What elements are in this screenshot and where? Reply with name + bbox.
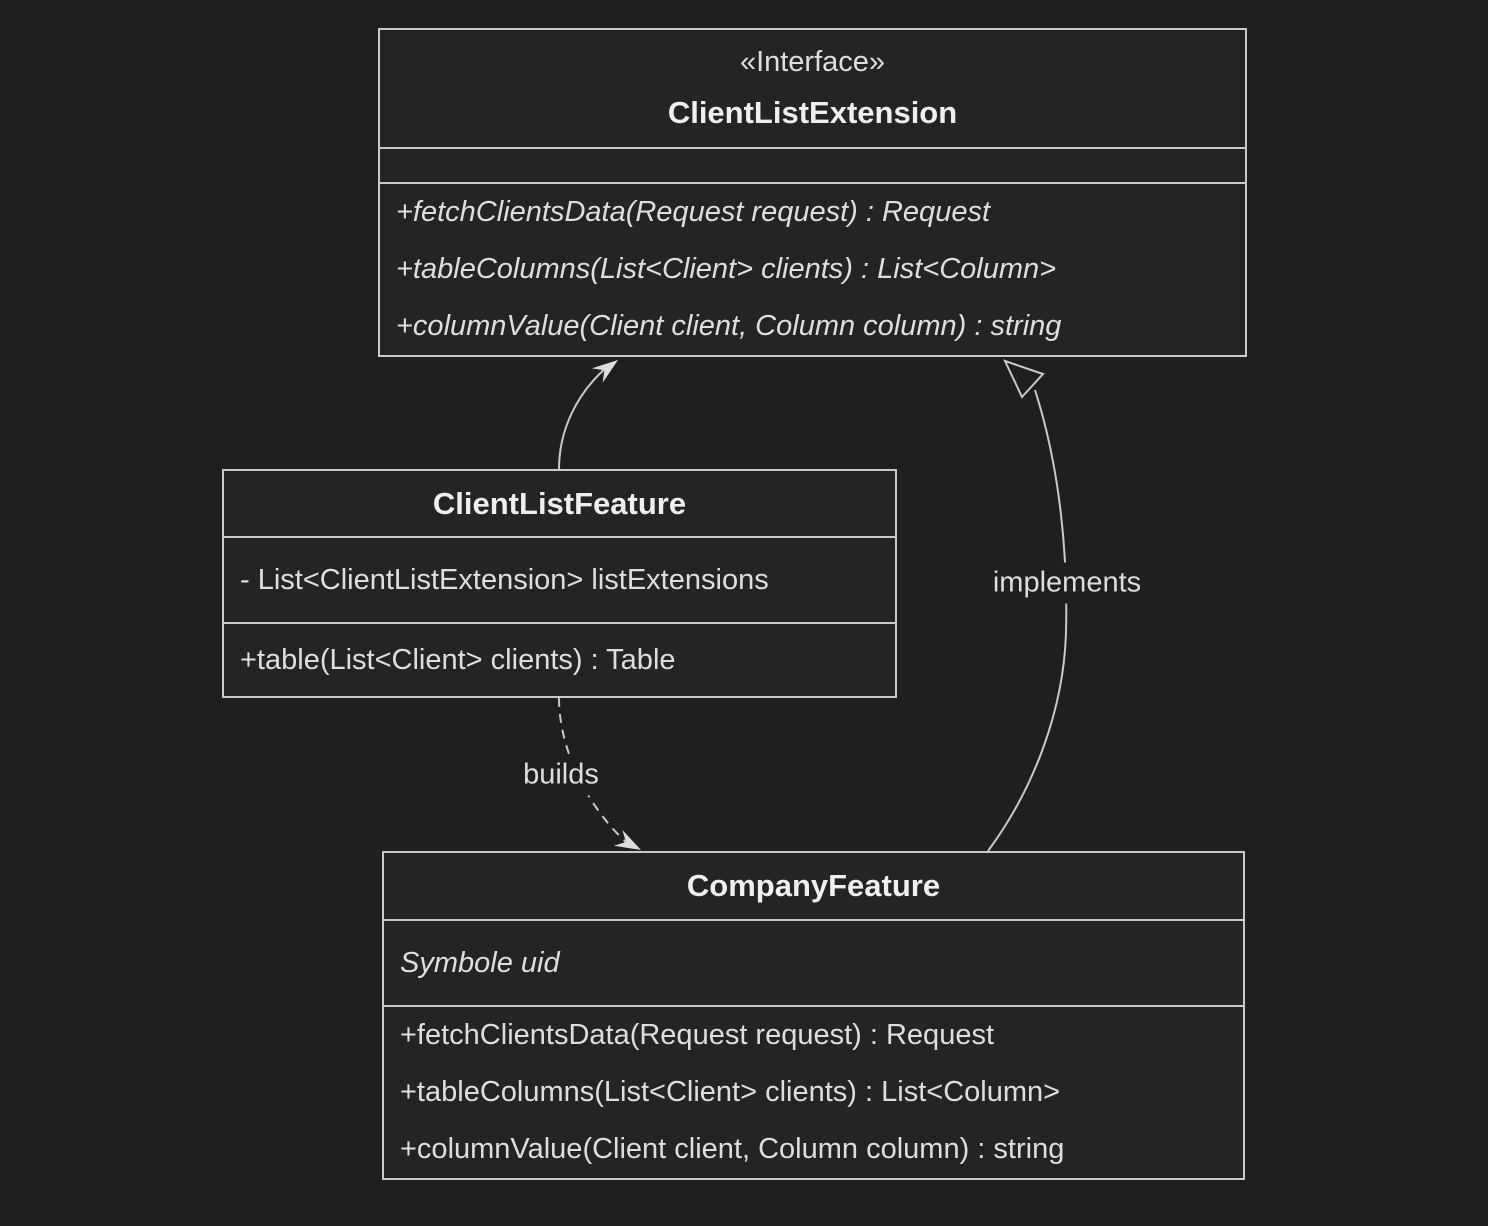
method-item: +columnValue(Client client, Column colum… [396,310,1062,342]
methods-section: +fetchClientsData(Request request) : Req… [384,1005,1243,1178]
method-item: +tableColumns(List<Client> clients) : Li… [396,253,1057,285]
class-title-section: CompanyFeature [384,853,1243,919]
class-name: ClientListFeature [432,485,687,521]
attribute-item: - List<ClientListExtension> listExtensio… [240,563,769,596]
filled-arrowhead-icon [591,360,618,383]
method-item: +columnValue(Client client, Column colum… [400,1133,1065,1165]
stereotype-label: «Interface» [739,46,886,78]
attributes-section: Symbole uid [384,919,1243,1005]
attribute-item: Symbole uid [400,946,560,979]
class-box-clientlistfeature: ClientListFeature - List<ClientListExten… [222,469,897,698]
methods-section: +table(List<Client> clients) : Table [224,622,895,696]
class-title-section: ClientListFeature [224,471,895,536]
association-edge-feature-to-extension [558,366,608,470]
edge-label-implements: implements [982,562,1152,604]
class-name: CompanyFeature [686,868,941,903]
class-title-section: «Interface» ClientListExtension [380,30,1245,147]
class-name: ClientListExtension [667,95,958,130]
class-box-companyfeature: CompanyFeature Symbole uid +fetchClients… [382,851,1245,1180]
attributes-section: - List<ClientListExtension> listExtensio… [224,536,895,622]
edge-label-builds: builds [513,754,609,796]
method-item: +fetchClientsData(Request request) : Req… [400,1019,995,1051]
method-item: +tableColumns(List<Client> clients) : Li… [400,1076,1061,1108]
method-item: +fetchClientsData(Request request) : Req… [396,196,991,228]
methods-section: +fetchClientsData(Request request) : Req… [380,182,1245,355]
class-box-clientlistextension: «Interface» ClientListExtension +fetchCl… [378,28,1247,357]
attributes-section-empty [380,147,1245,182]
filled-arrowhead-icon [613,829,641,850]
hollow-triangle-arrowhead-icon [1003,359,1045,399]
method-item: +table(List<Client> clients) : Table [240,643,676,676]
realization-edge-implements [987,389,1068,852]
